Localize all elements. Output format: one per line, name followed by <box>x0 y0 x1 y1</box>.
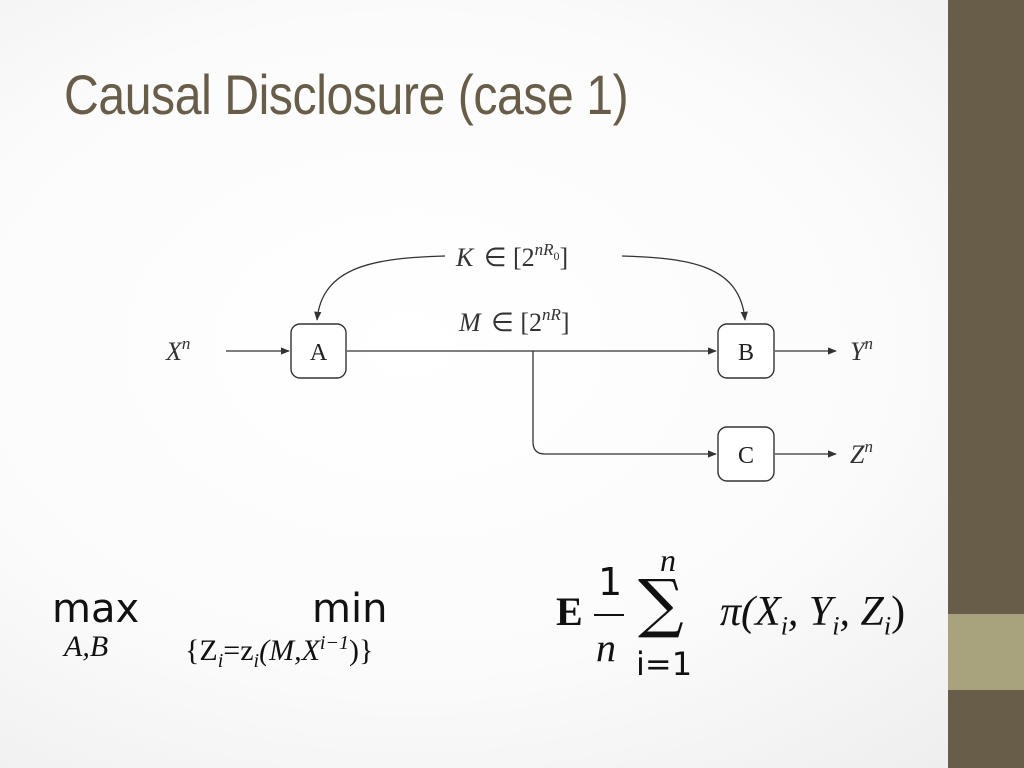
node-b-box <box>717 323 775 379</box>
sum-symbol: ∑ <box>638 567 684 641</box>
fraction-denominator: n <box>596 625 616 670</box>
node-c-label: C <box>738 443 754 469</box>
max-subscript: A,B <box>64 630 109 663</box>
fraction-numerator: 1 <box>598 560 623 604</box>
node-a-label: A <box>310 340 328 366</box>
fraction-bar <box>594 614 624 616</box>
node-a-box <box>290 323 347 379</box>
sidebar-accent-block <box>948 614 1024 690</box>
key-arc-right <box>621 255 748 321</box>
sum-lower-limit: i=1 <box>636 645 693 683</box>
sum-upper-limit: n <box>660 542 676 578</box>
output-y-label: Yn <box>850 334 873 366</box>
min-operator: min <box>312 586 388 632</box>
max-operator: max <box>52 586 140 632</box>
node-b-label: B <box>738 340 754 366</box>
output-z-label: Zn <box>850 437 873 469</box>
key-label: K ∈ [2nR0] <box>455 240 568 272</box>
branch-arrow <box>532 351 717 458</box>
node-c-box <box>717 426 775 482</box>
slide-title: Causal Disclosure (case 1) <box>64 63 629 126</box>
objective-expression: π(Xi, Yi, Zi) <box>720 589 906 641</box>
message-label: M ∈ [2nR] <box>458 305 570 337</box>
input-label: Xn <box>165 334 190 366</box>
expectation-symbol: E <box>556 589 583 634</box>
min-subscript: {Zi=zi(M,Xi−1)} <box>185 632 374 672</box>
key-arc-left <box>314 255 446 321</box>
